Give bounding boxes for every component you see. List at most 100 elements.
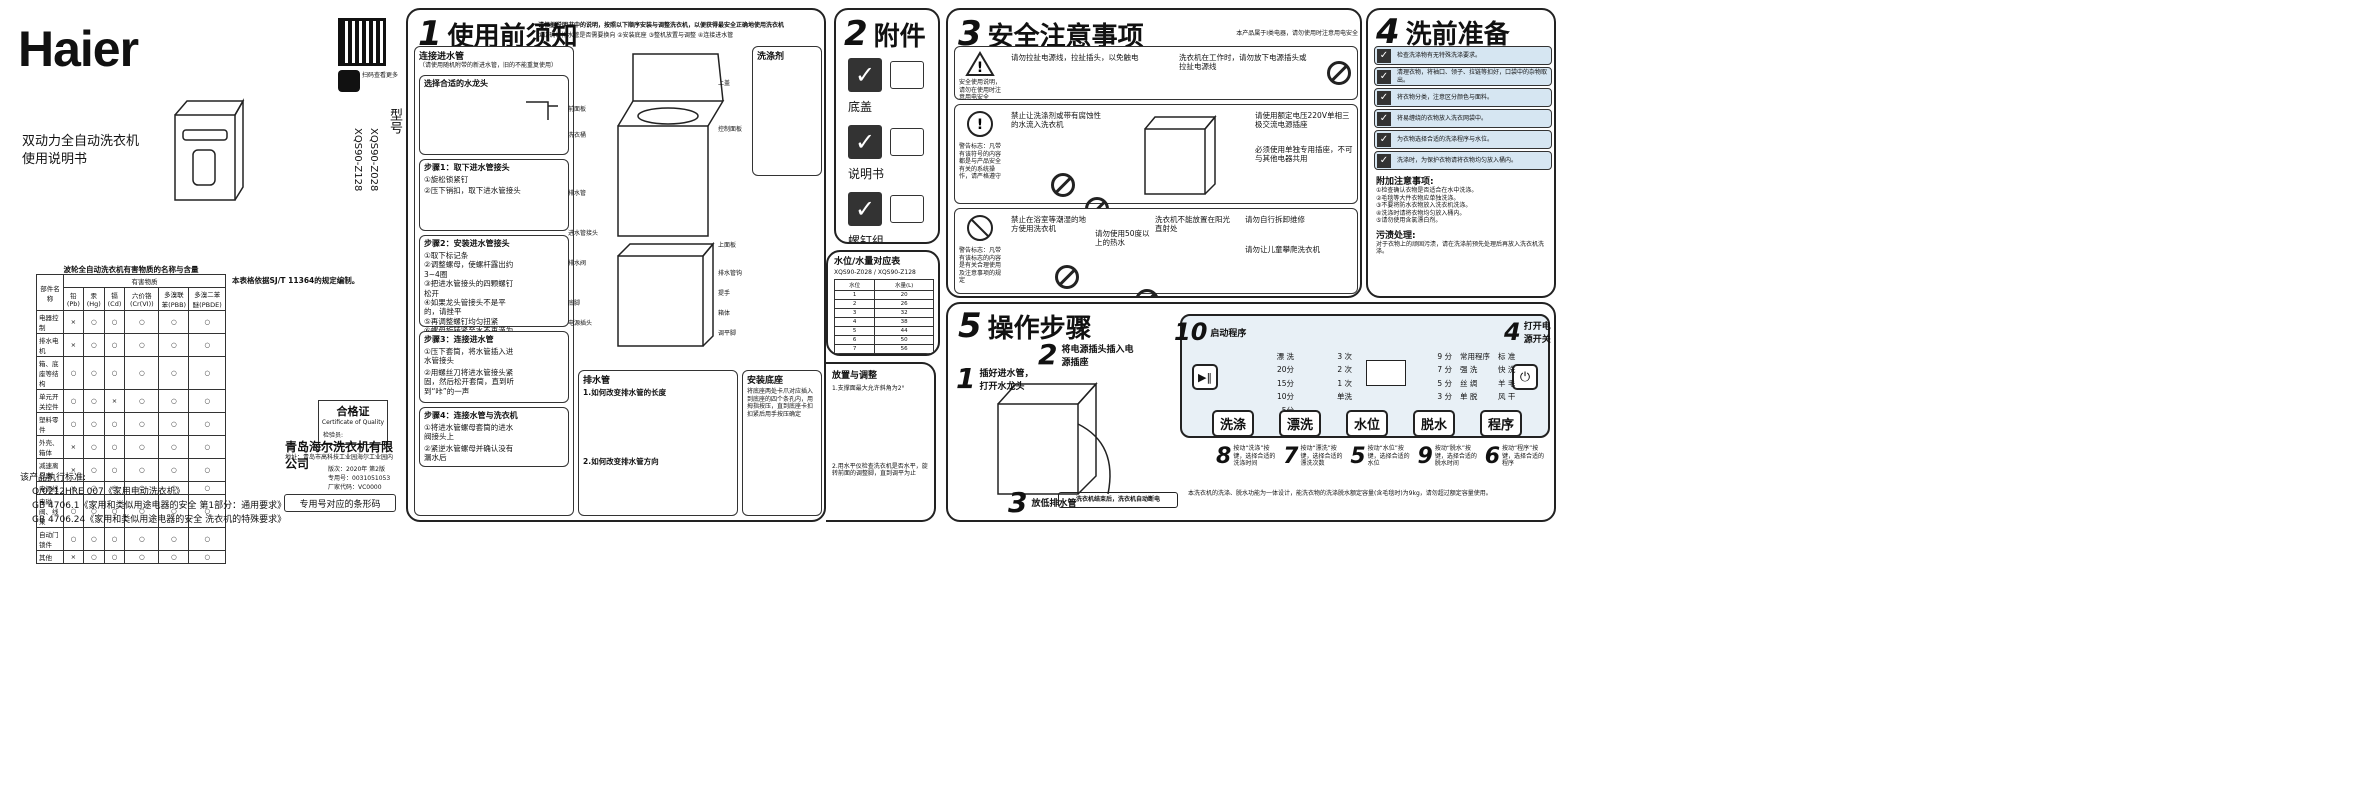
detergent-box: 洗涤剂 [752,46,822,176]
warning-circle-icon: ! [967,111,993,137]
accessory-icons: ✓ [848,58,924,92]
water-cell: 4 [833,317,876,327]
section-2-number: 2 [844,14,868,54]
step2-item: ①取下标记条 [424,251,469,260]
step3-box: 步骤3：连接进水管 ①压下套筒，将水管插入进水管接头 ②用螺丝刀将进水管接头紧固… [419,331,569,403]
check-icon: ✓ [848,58,882,92]
prep-text: 为衣物选择合适的洗涤程序与水位。 [1397,135,1494,143]
barcode-box: 专用号对应的条形码 [284,494,396,512]
water-cell: 7 [833,344,876,354]
safety-caption-1: 安全使用说明，请勿在使用时注意用电安全 [959,79,1002,101]
panel-button[interactable]: 程序 [1479,410,1522,437]
water-cell: 44 [874,326,934,336]
part-label-1: 前面板 [568,106,587,113]
hazard-cell: × [62,310,84,334]
hazard-part: 箱、底座等结构 [36,356,64,390]
hazard-cell: ○ [62,527,84,551]
no-hot-water-icon [1055,265,1079,289]
panel-button[interactable]: 洗涤 [1212,410,1255,437]
panel-indicator: 7 分 [1437,365,1452,375]
water-cell: 62 [874,353,934,354]
hazard-cell: ○ [103,527,126,551]
panel-button[interactable]: 水位 [1345,410,1388,437]
note-item: ⑤请勿使用含氯漂白剂。 [1376,217,1442,224]
start-pause-button[interactable]: ▶‖ [1192,364,1218,390]
note-item: ④洗涤时请将衣物均匀放入桶内。 [1376,209,1466,217]
hazard-cell: ○ [158,435,190,459]
safety-block-2: ! 警告标志：凡带有该符号的内容都是与产品安全有关的系统操作，请严格遵守 禁止让… [954,104,1358,221]
hazard-cell: ○ [82,458,105,482]
operation-step-text: 按动“水位”按键，选择合适的水位 [1367,445,1410,468]
qc-sub: Certificate of Quality [321,419,385,426]
hazard-cell: ○ [124,356,160,390]
standard-2: GB 4706.1《家用和类似用途电器的安全 第1部分：通用要求》 [32,501,287,511]
power-button[interactable]: ⏻ [1512,364,1538,390]
hazard-cell: ○ [103,356,126,390]
notes-list: ①检查确认衣物是否适合在水中洗涤。②毛毯等大件衣物应单独洗涤。③不要将防水衣物放… [1376,187,1552,225]
accessory-label: 说明书 [848,167,885,181]
hazard-cell: ○ [188,435,226,459]
prep-text: 检查洗涤物有无特殊洗涤要求。 [1397,51,1482,59]
accessory-label: 底盖 [848,100,873,114]
hazard-row: 塑料零件○○○○○○ [36,412,226,436]
model-label: 型号 [387,108,402,134]
hazard-cell: ○ [158,333,190,357]
check-icon: ✓ [1377,111,1391,126]
hazard-row: 排水电机×○○○○○ [36,333,226,357]
hazard-cell: ○ [158,356,190,390]
panel-button[interactable]: 漂洗 [1278,410,1321,437]
standard-1: Q/0212HRE 007《家用电动洗衣机》 [32,487,185,497]
step1-box: 步骤1：取下进水管接头 ①旋松锁紧钉 ②压下销扣，取下进水管接头 [419,159,569,231]
operation-step-number: 9 [1417,444,1433,469]
qc-inspector: 检验员: [323,431,344,439]
step2-item: ③把进水管接头的四颗螺钉松开 [424,279,514,298]
section-5-panel: 5 操作步骤 1 插好进水管，打开水龙头 2 将电源插头插入电源插座 3 放低排… [946,302,1556,522]
step-3: 3 放低排水管 [1008,486,1077,519]
product-subtitle: 使用说明书 [22,152,88,167]
hazard-cell: ○ [158,527,190,551]
operation-step-text: 按动“洗涤”按键，选择合适的洗涤时间 [1233,445,1276,468]
hazard-row: 箱、底座等结构○○○○○○ [36,356,226,390]
step-3-number: 3 [1008,486,1028,519]
water-row: 862 [833,353,934,354]
step3-title: 步骤3：连接进水管 [424,335,494,344]
faucet-icon [526,101,558,120]
step1-b: ②压下销扣，取下进水管接头 [424,186,521,196]
hazard-cell: ○ [82,527,105,551]
hazard-cell: ○ [158,550,190,564]
hazard-cell: ○ [188,310,226,334]
hazard-cell: ○ [158,458,190,482]
drain-sub2: 2.如何改变排水管方向 [583,457,659,467]
panel-button[interactable]: 脱水 [1412,410,1455,437]
washer-parts-diagram [617,53,725,347]
step1-title: 步骤1：取下进水管接头 [424,163,510,172]
hazard-col-5: 多溴联苯(PBB) [158,287,190,311]
operation-step-number: 6 [1484,444,1500,469]
section-2-heading: 附件 [873,21,926,52]
drain-sub1: 1.如何改变排水管的长度 [583,388,667,397]
detergent-title: 洗涤剂 [757,52,785,62]
safety-p-6: 禁止在浴室等潮湿的地方使用洗衣机 [1011,215,1086,234]
prep-text: 将衣物分类，注意区分颜色与面料。 [1397,93,1494,101]
water-cell: 8 [833,353,876,354]
operation-step-text: 按动“漂洗”按键，选择合适的漂洗次数 [1300,445,1343,468]
prep-item: ✓检查洗涤物有无特殊洗涤要求。 [1374,46,1552,65]
drain-title: 排水管 [583,376,611,386]
accessory-list: ✓底盖✓说明书✓螺钉组✓进水管部件 [848,58,938,242]
wechat-badge-icon [338,70,360,92]
water-cell: 3 [833,308,876,318]
accessory-item: ✓ 底盖 [848,58,938,115]
base-box: 安装底座 将底座两处卡爪对应插入到底座的四个条孔内，用拇指按压，直到底座卡扣扣紧… [742,370,822,516]
hazard-cell: ○ [188,527,226,551]
accessory-icons: ✓ [848,192,924,226]
panel-indicator: 风 干 [1498,392,1516,402]
svg-text:!: ! [977,117,983,133]
step-1: 1 插好进水管，打开水龙头 [956,362,1034,395]
water-cell: 50 [874,335,934,345]
hazard-cell: ○ [124,412,160,436]
